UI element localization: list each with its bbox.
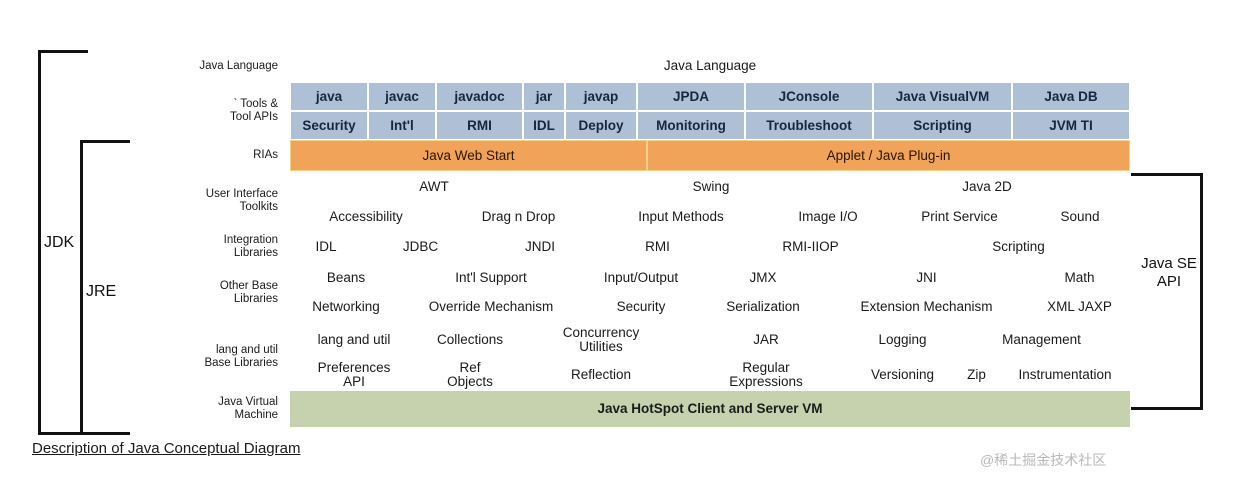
cell-other_base-1-2[interactable]: Security [616, 299, 666, 314]
diagram-caption[interactable]: Description of Java Conceptual Diagram [32, 440, 301, 457]
cell-tools-0-5[interactable]: JPDA [637, 82, 745, 111]
row-label-lang_util_base: lang and util Base Libraries [204, 344, 278, 369]
cell-ui_toolkits-1-0[interactable]: Accessibility [329, 208, 403, 224]
band-lang_util_base: lang and util Collections Concurrency Util… [204, 322, 1130, 391]
cell-other_base-0-2[interactable]: Input/Output [603, 269, 679, 285]
cell-ui_toolkits-0-0[interactable]: AWT [419, 178, 449, 194]
row-label-tools: ` Tools & Tool APIs [230, 98, 278, 123]
cell-ui_toolkits-0-1[interactable]: Swing [692, 178, 730, 194]
cell-lang_util_base-1-0[interactable]: Preferences API [317, 359, 391, 389]
band-integration: IDL JDBC JNDI RMI RMI-IIOP Scripting Integrati… [224, 231, 1130, 263]
cell-lang_util_base-1-6[interactable]: Instrumentation [1018, 366, 1112, 382]
cell-ui_toolkits-1-1[interactable]: Drag n Drop [481, 208, 556, 224]
cell-lang_util_base-1-4[interactable]: Versioning [870, 366, 935, 382]
jdk-label: JDK [44, 234, 75, 251]
cell-tools-0-3[interactable]: jar [523, 82, 565, 111]
band-other_base-row: Beans Int'l Support Input/Output JMX JNI Math [290, 263, 1130, 292]
band-jvm: Java HotSpot Client and Server VM Java Vi… [218, 391, 1130, 427]
row-label-rias: RIAs [253, 149, 278, 161]
row-label-jvm: Java Virtual Machine [218, 396, 278, 421]
cell-tools-1-6[interactable]: Troubleshoot [745, 111, 873, 140]
cell-java_language-0-0[interactable]: Java Language [663, 58, 757, 73]
jre-bracket [80, 140, 130, 435]
cell-tools-1-1[interactable]: Int'l [368, 111, 436, 140]
band-other_base-row: Networking Override Mechanism Security Seri… [290, 292, 1130, 322]
cell-lang_util_base-0-4[interactable]: Logging [878, 332, 927, 347]
cell-integration-0-5[interactable]: Scripting [992, 239, 1045, 254]
cell-tools-0-6[interactable]: JConsole [745, 82, 873, 111]
cell-tools-0-8[interactable]: Java DB [1012, 82, 1130, 111]
band-jvm-row: Java HotSpot Client and Server VM [290, 391, 1130, 427]
cell-other_base-0-5[interactable]: Math [1064, 269, 1095, 285]
band-other_base: Beans Int'l Support Input/Output JMX JNI Math… [220, 263, 1130, 322]
cell-ui_toolkits-1-2[interactable]: Input Methods [638, 208, 724, 224]
cell-ui_toolkits-1-3[interactable]: Image I/O [798, 208, 858, 224]
row-label-ui_toolkits: User Interface Toolkits [205, 188, 278, 213]
cell-ui_toolkits-1-4[interactable]: Print Service [921, 208, 998, 224]
row-label-integration: Integration Libraries [223, 234, 278, 259]
cell-lang_util_base-1-1[interactable]: Ref Objects [447, 359, 493, 389]
cell-other_base-0-0[interactable]: Beans [326, 269, 366, 285]
cell-tools-0-2[interactable]: javadoc [436, 82, 523, 111]
cell-other_base-1-4[interactable]: Extension Mechanism [860, 299, 993, 314]
band-lang_util_base-row: Preferences API Ref Objects Reflection Regu… [290, 358, 1130, 391]
cell-other_base-1-0[interactable]: Networking [312, 299, 380, 314]
cell-tools-1-0[interactable]: Security [290, 111, 368, 140]
cell-jvm-0-0[interactable]: Java HotSpot Client and Server VM [290, 391, 1130, 427]
cell-tools-1-7[interactable]: Scripting [873, 111, 1012, 140]
java-se-api-label: Java SE API [1141, 255, 1197, 290]
cell-tools-1-8[interactable]: JVM TI [1012, 111, 1130, 140]
cell-lang_util_base-0-1[interactable]: Collections [436, 332, 504, 347]
cell-rias-0-0[interactable]: Java Web Start [290, 140, 647, 171]
cell-tools-1-2[interactable]: RMI [436, 111, 523, 140]
cell-tools-0-0[interactable]: java [290, 82, 368, 111]
cell-lang_util_base-0-5[interactable]: Management [1002, 332, 1081, 347]
cell-integration-0-3[interactable]: RMI [645, 239, 670, 254]
cell-tools-0-7[interactable]: Java VisualVM [873, 82, 1012, 111]
jre-label: JRE [86, 283, 117, 300]
cell-other_base-1-5[interactable]: XML JAXP [1047, 299, 1112, 314]
cell-integration-0-4[interactable]: RMI-IIOP [782, 239, 839, 254]
cell-tools-1-4[interactable]: Deploy [565, 111, 637, 140]
band-ui_toolkits: AWT Swing Java 2D Accessibility Drag n Drop I… [206, 171, 1130, 231]
row-label-other_base: Other Base Libraries [219, 280, 278, 305]
cell-lang_util_base-1-3[interactable]: Regular Expressions [729, 359, 803, 389]
cell-other_base-0-4[interactable]: JNI [916, 269, 937, 285]
java-se-api-bracket [1131, 173, 1203, 410]
band-lang_util_base-row: lang and util Collections Concurrency Util… [290, 322, 1130, 358]
cell-tools-1-5[interactable]: Monitoring [637, 111, 745, 140]
cell-lang_util_base-0-0[interactable]: lang and util [317, 332, 391, 347]
band-ui_toolkits-row: Accessibility Drag n Drop Input Methods Ima… [290, 202, 1130, 231]
row-label-java_language: Java Language [199, 60, 278, 72]
cell-other_base-0-1[interactable]: Int'l Support [455, 269, 527, 285]
cell-ui_toolkits-1-5[interactable]: Sound [1060, 208, 1100, 224]
cell-lang_util_base-0-3[interactable]: JAR [753, 332, 779, 347]
band-java_language: Java Language Java Language [199, 50, 1130, 82]
cell-other_base-0-3[interactable]: JMX [749, 269, 777, 285]
cell-lang_util_base-1-2[interactable]: Reflection [570, 366, 632, 382]
cell-tools-0-4[interactable]: javap [565, 82, 637, 111]
cell-integration-0-1[interactable]: JDBC [402, 239, 439, 254]
cell-lang_util_base-1-5[interactable]: Zip [967, 366, 986, 382]
cell-lang_util_base-0-2[interactable]: Concurrency Utilities [562, 325, 640, 354]
cell-tools-0-1[interactable]: javac [368, 82, 436, 111]
cell-rias-0-1[interactable]: Applet / Java Plug-in [647, 140, 1130, 171]
watermark: @稀土掘金技术社区 [980, 452, 1107, 468]
band-integration-row: IDL JDBC JNDI RMI RMI-IIOP Scripting [290, 231, 1130, 263]
cell-ui_toolkits-0-2[interactable]: Java 2D [962, 178, 1012, 194]
cell-other_base-1-1[interactable]: Override Mechanism [428, 299, 554, 314]
cell-integration-0-2[interactable]: JNDI [525, 239, 555, 254]
band-ui_toolkits-row: AWT Swing Java 2D [290, 171, 1130, 202]
band-java_language-row: Java Language [290, 50, 1130, 82]
cell-other_base-1-3[interactable]: Serialization [726, 299, 800, 314]
jdk-bracket [38, 50, 88, 435]
cell-integration-0-0[interactable]: IDL [315, 239, 337, 254]
cell-tools-1-3[interactable]: IDL [523, 111, 565, 140]
